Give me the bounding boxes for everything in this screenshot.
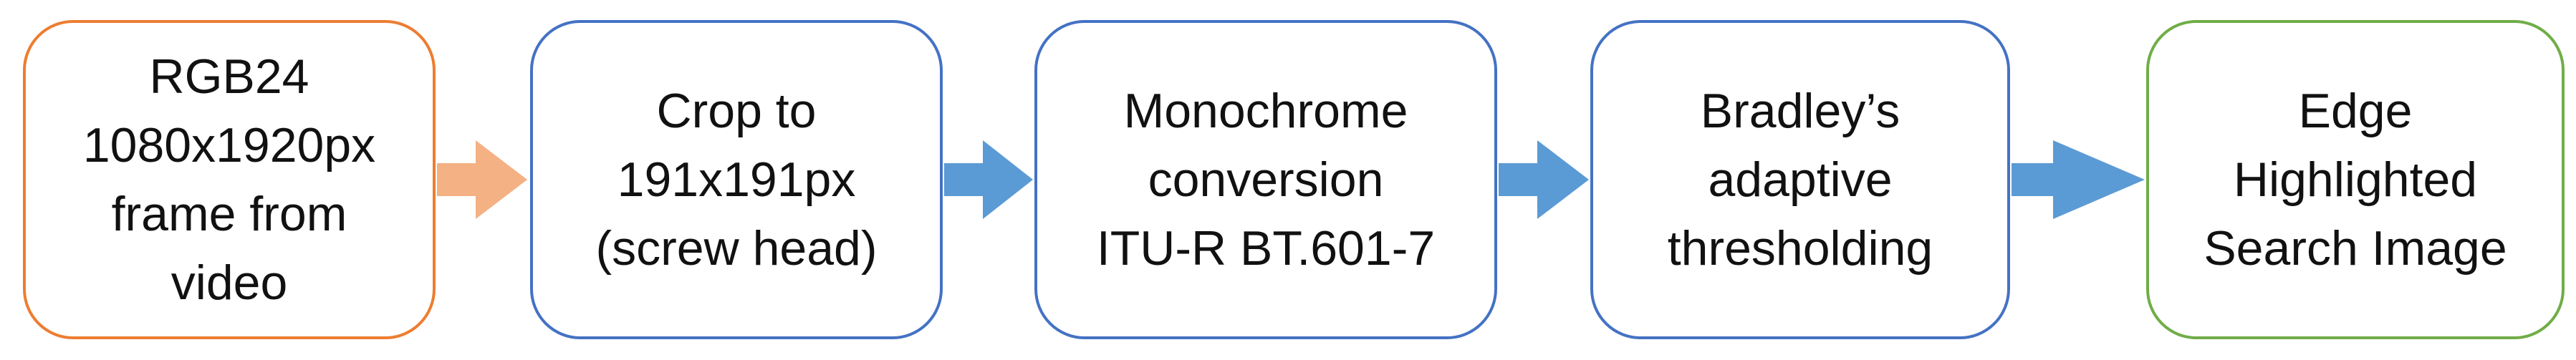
step-line: Bradley’s <box>1700 84 1900 138</box>
step-line: 191x191px <box>617 152 856 207</box>
step-line: Crop to <box>656 84 817 138</box>
step-line: Highlighted <box>2233 152 2478 207</box>
step-line: (screw head) <box>595 221 878 276</box>
step-line: RGB24 <box>149 49 309 104</box>
step-label: Bradley’s adaptive thresholding <box>1668 77 1933 283</box>
step-line: Search Image <box>2203 221 2507 276</box>
step-line: video <box>170 256 288 310</box>
step-label: Monochrome conversion ITU-R BT.601-7 <box>1097 77 1435 283</box>
step-line: Edge <box>2298 84 2413 138</box>
step-line: frame from <box>111 187 347 241</box>
step-line: Monochrome <box>1123 84 1408 138</box>
arrow-right-icon <box>944 140 1033 219</box>
arrow-right-icon <box>1499 140 1589 219</box>
step-line: conversion <box>1148 152 1384 207</box>
arrow-right-icon <box>2012 140 2145 219</box>
arrow-right-icon <box>437 140 527 219</box>
step-input-frame: RGB24 1080x1920px frame from video <box>23 20 436 339</box>
step-line: thresholding <box>1667 221 1933 276</box>
step-line: 1080x1920px <box>82 118 376 172</box>
step-crop: Crop to 191x191px (screw head) <box>530 20 943 339</box>
step-label: RGB24 1080x1920px frame from video <box>83 42 375 317</box>
step-label: Edge Highlighted Search Image <box>2203 77 2507 283</box>
step-monochrome-conversion: Monochrome conversion ITU-R BT.601-7 <box>1034 20 1497 339</box>
step-adaptive-thresholding: Bradley’s adaptive thresholding <box>1590 20 2010 339</box>
step-label: Crop to 191x191px (screw head) <box>595 77 877 283</box>
step-line: adaptive <box>1708 152 1893 207</box>
step-line: ITU-R BT.601-7 <box>1096 221 1436 276</box>
step-output-search-image: Edge Highlighted Search Image <box>2146 20 2565 339</box>
